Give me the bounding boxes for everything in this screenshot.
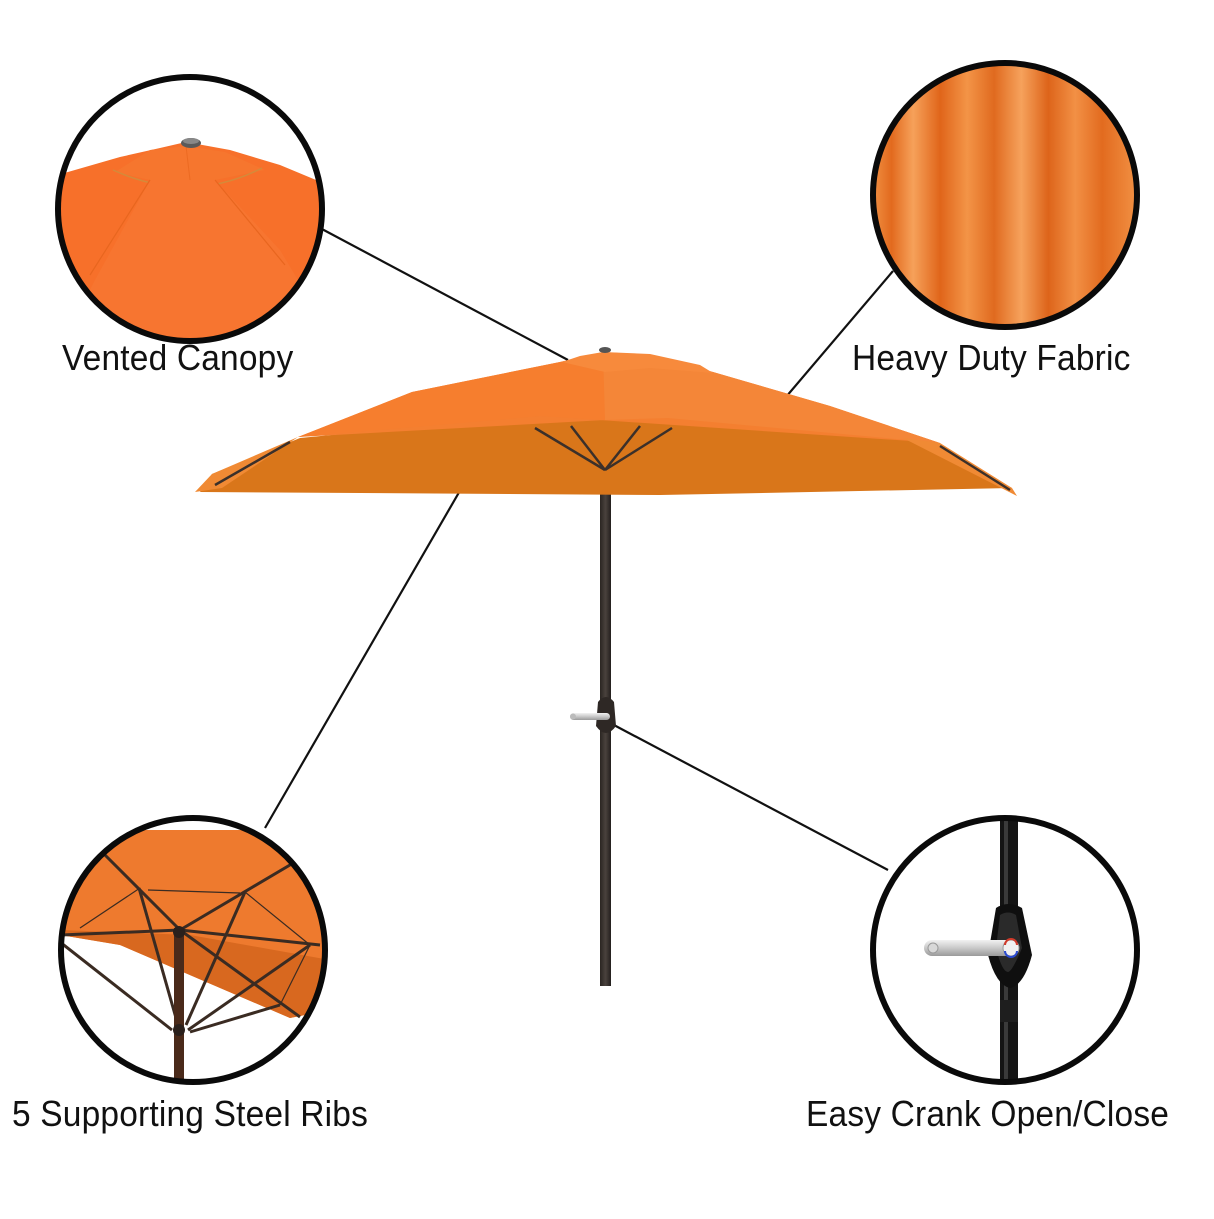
leader-line-vented (319, 227, 569, 361)
detail-circle-heavy-duty-fabric (870, 60, 1140, 330)
leader-line-ribs (264, 481, 466, 829)
circle-outline (870, 60, 1140, 330)
feature-label-vented-canopy: Vented Canopy (62, 337, 294, 378)
circle-outline (55, 74, 325, 344)
feature-label-easy-crank: Easy Crank Open/Close (806, 1093, 1170, 1134)
circle-outline (58, 815, 328, 1085)
circle-outline (870, 815, 1140, 1085)
feature-label-steel-ribs: 5 Supporting Steel Ribs (12, 1093, 369, 1134)
canopy-ribs (214, 425, 1011, 492)
leader-lines (264, 227, 894, 871)
leader-line-fabric (779, 270, 894, 405)
detail-circle-easy-crank (870, 815, 1140, 1085)
canopy-underside (200, 415, 1012, 495)
leader-line-crank (611, 723, 889, 871)
canopy-vent (562, 352, 713, 373)
detail-circle-steel-ribs (58, 815, 328, 1085)
canopy-finial (599, 347, 611, 353)
feature-label-heavy-duty-fabric: Heavy Duty Fabric (852, 337, 1131, 378)
detail-circle-vented-canopy (55, 74, 325, 344)
umbrella-main (195, 347, 1017, 986)
crank-mechanism-main (570, 697, 616, 733)
